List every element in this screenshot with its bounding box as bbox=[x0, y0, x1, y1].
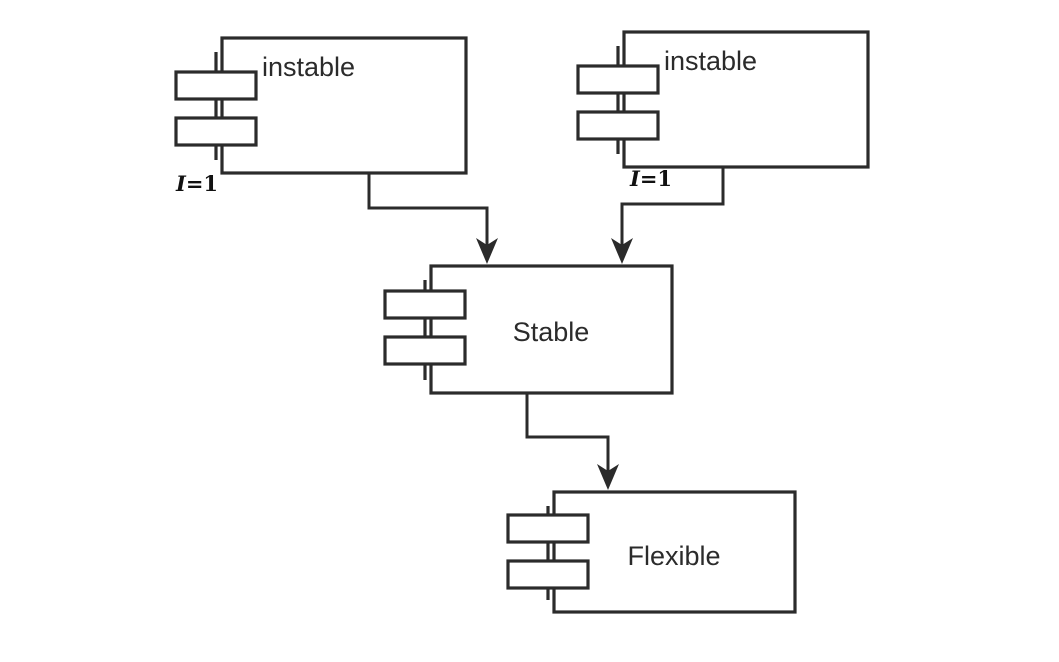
multiplicity-variable: I bbox=[629, 166, 641, 191]
multiplicity-label: I=1 bbox=[629, 166, 672, 191]
component-label: instable bbox=[664, 46, 757, 76]
component-tab-upper bbox=[506, 513, 590, 544]
component-body bbox=[429, 264, 674, 395]
arrowhead-icon bbox=[611, 238, 633, 264]
component-tab-upper bbox=[576, 64, 660, 95]
connector-instable-left-to-stable[interactable] bbox=[367, 173, 498, 264]
component-label: Flexible bbox=[627, 541, 720, 571]
component-tab-lower bbox=[506, 559, 590, 590]
multiplicity-value: =1 bbox=[186, 171, 218, 196]
multiplicity-value: =1 bbox=[640, 166, 672, 191]
arrowhead-icon bbox=[476, 238, 498, 264]
component-flexible[interactable]: Flexible bbox=[506, 490, 797, 614]
component-label: instable bbox=[262, 52, 355, 82]
component-body bbox=[220, 36, 468, 175]
multiplicity-variable: I bbox=[175, 171, 187, 196]
connector-layer bbox=[367, 167, 725, 490]
connector-instable-right-to-stable[interactable] bbox=[611, 167, 725, 264]
component-body bbox=[552, 490, 797, 614]
component-tab-lower bbox=[174, 116, 258, 147]
component-stable[interactable]: Stable bbox=[383, 264, 674, 395]
component-body bbox=[622, 30, 870, 169]
component-label: Stable bbox=[513, 317, 590, 347]
connector-line bbox=[620, 167, 725, 250]
component-instable-left[interactable]: instable I=1 bbox=[174, 36, 468, 196]
component-tab-upper bbox=[174, 70, 258, 101]
component-tab-lower bbox=[383, 335, 467, 366]
multiplicity-label: I=1 bbox=[175, 171, 218, 196]
component-tab-upper bbox=[383, 289, 467, 320]
connector-line bbox=[525, 393, 610, 476]
connector-stable-to-flexible[interactable] bbox=[525, 393, 619, 490]
component-instable-right[interactable]: instable I=1 bbox=[576, 30, 870, 191]
component-tab-lower bbox=[576, 110, 660, 141]
arrowhead-icon bbox=[597, 464, 619, 490]
connector-line bbox=[367, 173, 489, 250]
